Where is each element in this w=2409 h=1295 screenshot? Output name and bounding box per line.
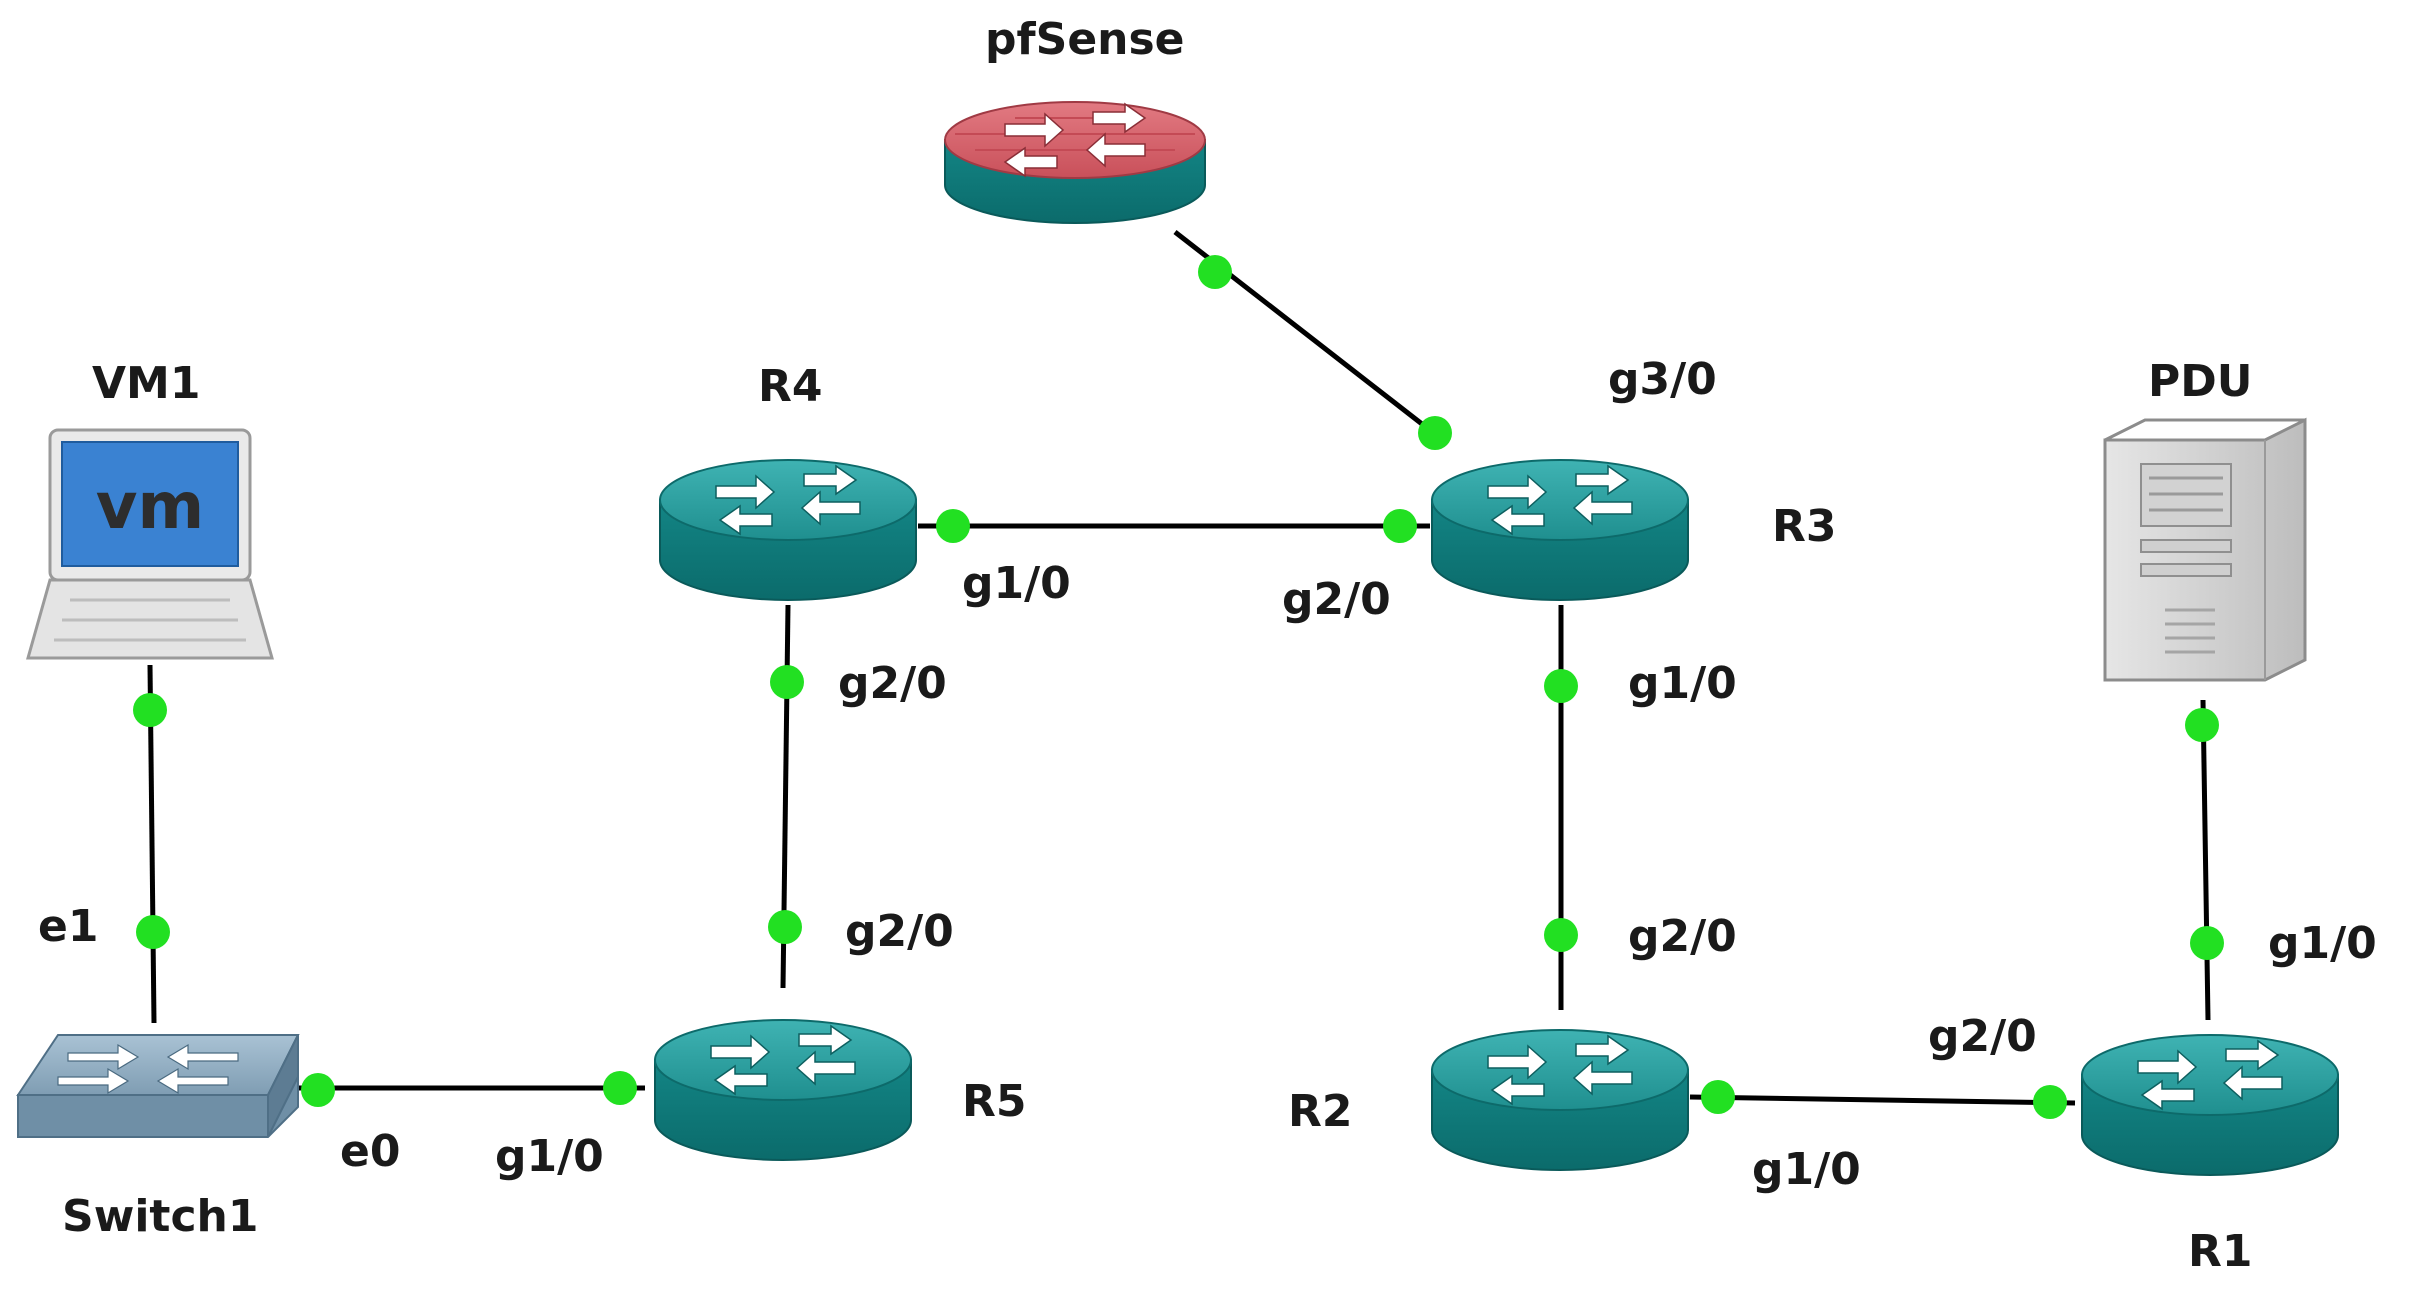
port-label-sw-e0: e0 <box>340 1126 401 1177</box>
link-endpoint-pdu-r1-a <box>2185 708 2219 742</box>
svg-text:vm: vm <box>96 470 204 544</box>
node-label-r4: R4 <box>758 361 823 412</box>
link-endpoint-vm1-sw-a <box>133 693 167 727</box>
link-endpoint-r4-r3-a <box>936 509 970 543</box>
port-label-r4-g2: g2/0 <box>838 658 947 709</box>
link-endpoint-sw-r5-b <box>603 1071 637 1105</box>
pfsense-firewall-icon[interactable] <box>944 101 1206 224</box>
port-label-r4-g1: g1/0 <box>962 558 1071 609</box>
port-label-r5-g2: g2/0 <box>845 906 954 957</box>
node-label-r2: R2 <box>1288 1086 1353 1137</box>
r2-router-icon[interactable] <box>1431 1029 1689 1171</box>
r4-router-icon[interactable] <box>659 459 917 601</box>
link-endpoint-r4-r5-b <box>768 910 802 944</box>
link-pdu-r1 <box>2200 699 2211 1021</box>
link-endpoint-r4-r3-b <box>1383 509 1417 543</box>
port-label-r5-g1: g1/0 <box>495 1131 604 1182</box>
switch1-icon[interactable] <box>16 1034 300 1138</box>
link-endpoint-r2-r1-b <box>2033 1085 2067 1119</box>
port-label-r3-g2: g2/0 <box>1282 574 1391 625</box>
link-endpoint-r4-r5-a <box>770 665 804 699</box>
port-label-sw-e1: e1 <box>38 901 99 952</box>
link-endpoint-pdu-r1-b <box>2190 926 2224 960</box>
node-label-pdu: PDU <box>2148 356 2253 407</box>
node-label-r3: R3 <box>1772 501 1837 552</box>
link-endpoint-pfsense-r3-b <box>1418 416 1452 450</box>
vm1-laptop-icon[interactable]: vm <box>26 428 274 660</box>
link-endpoints <box>133 255 2224 1119</box>
port-label-r2-g2: g2/0 <box>1628 911 1737 962</box>
link-endpoint-r3-r2-b <box>1544 918 1578 952</box>
node-label-r5: R5 <box>962 1076 1027 1127</box>
port-label-r1-g1: g1/0 <box>2268 918 2377 969</box>
node-label-switch1: Switch1 <box>62 1191 259 1242</box>
link-endpoint-pfsense-r3-a <box>1198 255 1232 289</box>
link-endpoint-r2-r1-a <box>1701 1080 1735 1114</box>
r5-router-icon[interactable] <box>654 1019 912 1161</box>
link-endpoint-r3-r2-a <box>1544 669 1578 703</box>
links <box>147 230 2211 1106</box>
node-label-pfsense: pfSense <box>985 14 1185 65</box>
node-label-r1: R1 <box>2188 1226 2253 1277</box>
link-endpoint-vm1-sw-b <box>136 915 170 949</box>
port-label-r2-g1: g1/0 <box>1752 1144 1861 1195</box>
link-endpoint-sw-r5-a <box>301 1073 335 1107</box>
port-label-r3-g3: g3/0 <box>1608 354 1717 405</box>
r1-router-icon[interactable] <box>2081 1034 2339 1176</box>
pdu-server-icon[interactable] <box>2103 417 2307 682</box>
port-label-r3-g1: g1/0 <box>1628 658 1737 709</box>
port-label-r1-g2: g2/0 <box>1928 1011 2037 1062</box>
node-label-vm1: VM1 <box>92 358 201 409</box>
r3-router-icon[interactable] <box>1431 459 1689 601</box>
link-r2-r1 <box>1689 1094 2076 1106</box>
